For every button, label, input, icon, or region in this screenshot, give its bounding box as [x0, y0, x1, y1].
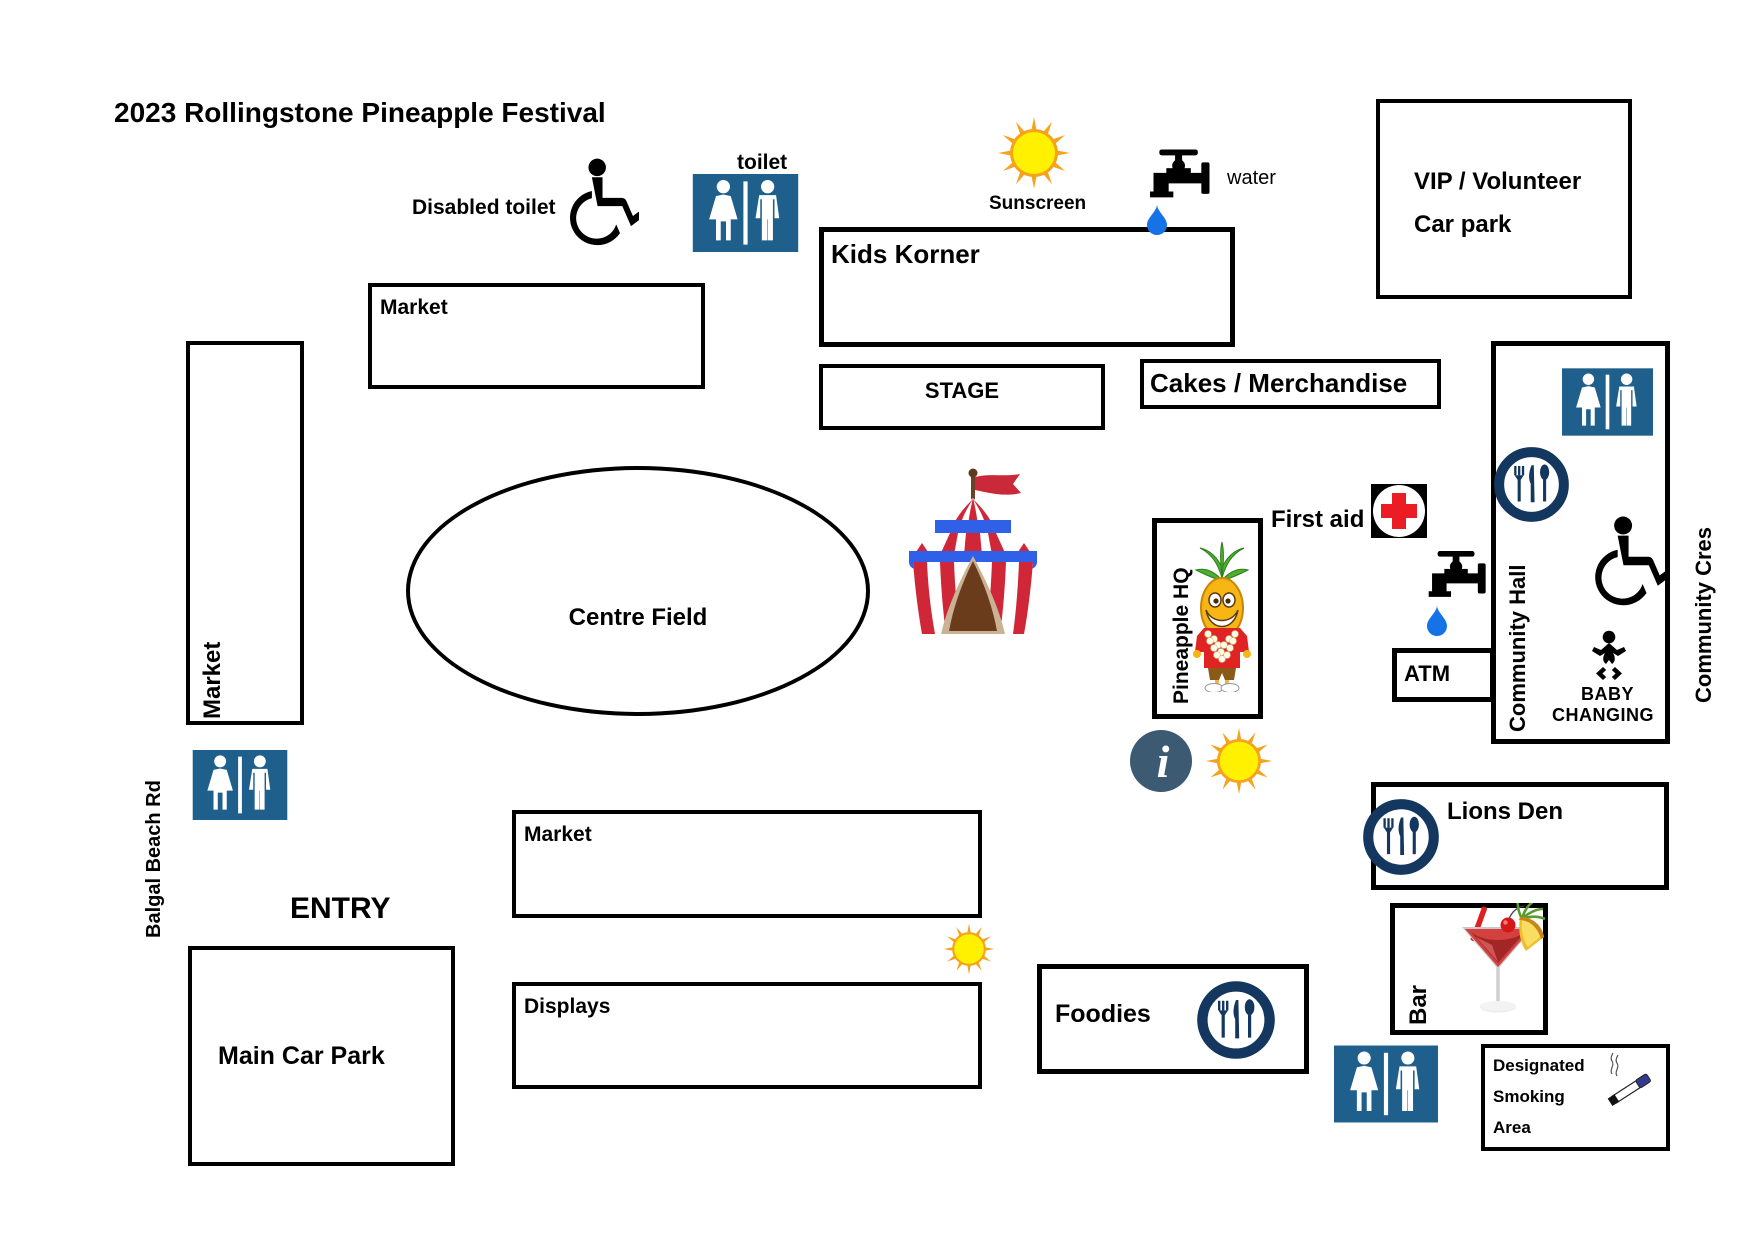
- svg-text:i: i: [1157, 736, 1170, 787]
